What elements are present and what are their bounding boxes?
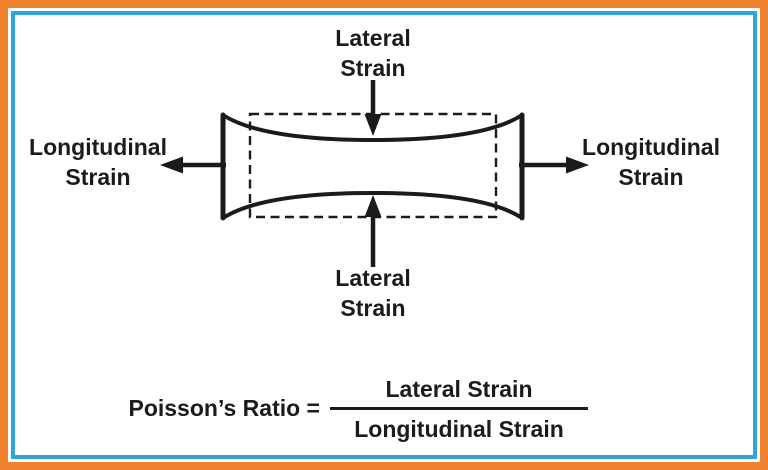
- specimen-top-curve: [221, 113, 524, 143]
- label-line: Strain: [618, 164, 684, 190]
- specimen-bottom-curve: [221, 190, 524, 220]
- lateral-strain-arrow-top: [364, 80, 382, 136]
- longitudinal-strain-arrow-left: [160, 156, 226, 174]
- label-line: Longitudinal: [582, 134, 720, 160]
- longitudinal-strain-arrow-right: [519, 156, 589, 174]
- formula-fraction: Lateral Strain Longitudinal Strain: [330, 374, 588, 444]
- label-line: Strain: [65, 164, 131, 190]
- formula-lhs: Poisson’s Ratio =: [128, 395, 320, 421]
- fraction-bar: [330, 407, 588, 410]
- fraction-numerator: Lateral Strain: [385, 376, 533, 402]
- label-line: Strain: [340, 295, 406, 321]
- label-lateral-strain-bottom: Lateral Strain: [293, 263, 453, 323]
- lateral-strain-arrow-bottom: [364, 195, 382, 267]
- label-longitudinal-strain-left: Longitudinal Strain: [0, 132, 196, 192]
- label-line: Lateral: [335, 25, 411, 51]
- label-longitudinal-strain-right: Longitudinal Strain: [553, 132, 749, 192]
- label-line: Longitudinal: [29, 134, 167, 160]
- fraction-denominator: Longitudinal Strain: [354, 416, 564, 442]
- label-line: Strain: [340, 55, 406, 81]
- label-line: Lateral: [335, 265, 411, 291]
- label-lateral-strain-top: Lateral Strain: [293, 23, 453, 83]
